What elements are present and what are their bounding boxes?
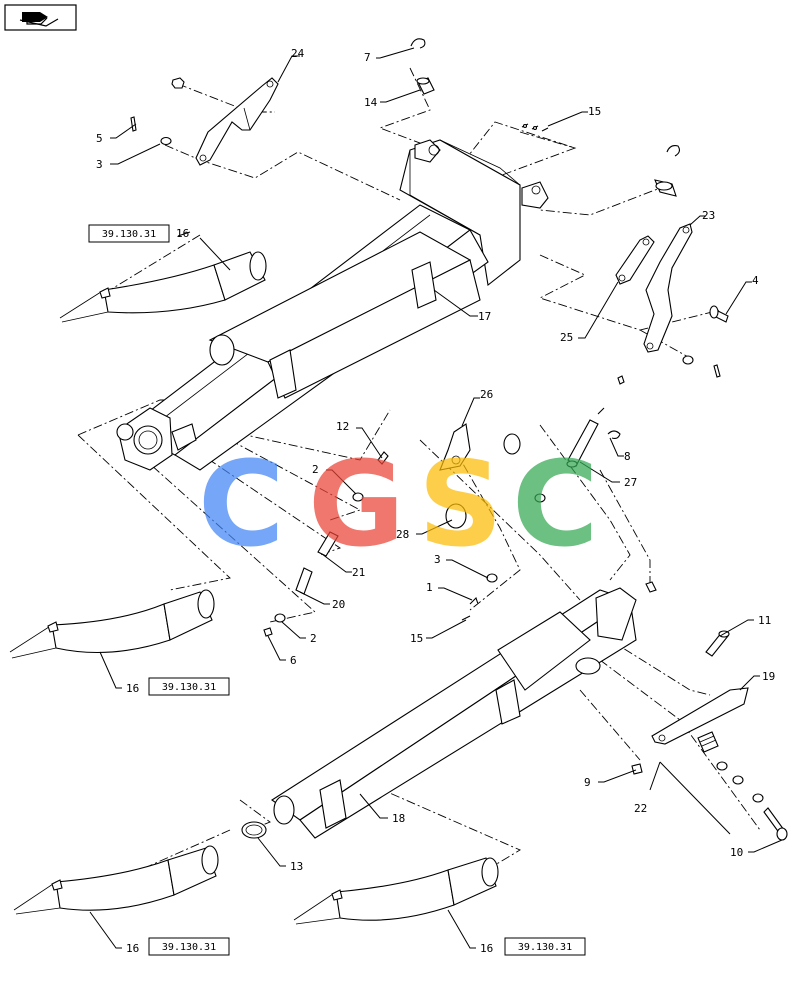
reference-box-2[interactable]: 39.130.31 <box>148 677 230 696</box>
clip-7 <box>410 38 426 49</box>
callout-24: 24 <box>291 47 305 60</box>
bolt-10 <box>763 807 788 841</box>
reference-box-1[interactable]: 39.130.31 <box>88 224 170 243</box>
callout-20: 20 <box>332 598 345 611</box>
callout-26: 26 <box>480 388 493 401</box>
watermark-letter-s: S <box>418 435 503 573</box>
callout-23: 23 <box>702 209 715 222</box>
callout-10: 10 <box>730 846 743 859</box>
pins-15-mid <box>461 596 479 621</box>
plate-23 <box>643 223 693 353</box>
callout-13: 13 <box>290 860 303 873</box>
clip-8 <box>607 430 621 440</box>
leader-lines <box>89 47 783 949</box>
callout-25: 25 <box>560 331 573 344</box>
knob <box>503 433 521 455</box>
reference-box-3[interactable]: 39.130.31 <box>148 937 230 956</box>
callout-15b: 15 <box>410 632 423 645</box>
washer-3-top <box>160 136 172 146</box>
bracket-26 <box>439 423 471 471</box>
washer-2b <box>274 613 286 623</box>
pins-15-top <box>521 123 549 132</box>
reference-label: 39.130.31 <box>162 942 216 953</box>
callout-19: 19 <box>762 670 775 683</box>
washer-right <box>682 355 694 365</box>
pin-12 <box>377 451 389 465</box>
watermark-letter-c1: C <box>198 435 285 573</box>
nut-top <box>171 77 185 89</box>
callout-12: 12 <box>336 420 349 433</box>
watermark-letter-g: G <box>308 435 405 573</box>
callout-17: 17 <box>478 310 491 323</box>
callout-1: 1 <box>426 581 433 594</box>
sweep-16-left <box>9 589 215 659</box>
washers <box>716 761 764 803</box>
callout-8: 8 <box>624 450 631 463</box>
callout-2b: 2 <box>310 632 317 645</box>
reference-label: 39.130.31 <box>518 942 572 953</box>
roller-28 <box>445 503 467 529</box>
nut-9 <box>631 763 643 775</box>
watermark-letter-c2: C <box>512 435 599 573</box>
callout-4: 4 <box>752 274 759 287</box>
pin-right <box>713 364 721 378</box>
callout-18: 18 <box>392 812 405 825</box>
callout-16d: 16 <box>480 942 493 955</box>
callout-3: 3 <box>96 158 103 171</box>
pin-6 <box>263 627 273 637</box>
bolt-11 <box>705 630 730 657</box>
washer-2 <box>352 492 364 502</box>
bushing-right <box>654 179 677 197</box>
reference-box-4[interactable]: 39.130.31 <box>504 937 586 956</box>
callout-22: 22 <box>634 802 647 815</box>
sweep-16-upper <box>59 251 267 323</box>
book-arrow-icon <box>19 12 59 27</box>
pin-small-right <box>597 375 625 415</box>
beam-17-assembly <box>116 139 549 471</box>
callout-5: 5 <box>96 132 103 145</box>
callout-21: 21 <box>352 566 365 579</box>
bolt-4 <box>709 305 729 323</box>
clip-right <box>666 145 681 157</box>
callout-16b: 16 <box>126 682 139 695</box>
reference-label: 39.130.31 <box>162 682 216 693</box>
sweep-16-bottom-right <box>293 857 499 925</box>
snap-ring-13 <box>241 821 267 839</box>
plate-24 <box>195 77 279 166</box>
callout-7: 7 <box>364 51 371 64</box>
callout-15: 15 <box>588 105 601 118</box>
callout-14: 14 <box>364 96 378 109</box>
callout-27: 27 <box>624 476 637 489</box>
washer-3-mid <box>486 573 498 583</box>
callout-9: 9 <box>584 776 591 789</box>
reference-label: 39.130.31 <box>102 229 156 240</box>
spring <box>697 731 719 753</box>
washer-mid-right <box>534 493 546 503</box>
callout-16: 16 <box>176 227 189 240</box>
callout-2: 2 <box>312 463 319 476</box>
sweep-16-bottom-left <box>13 845 219 915</box>
link-25 <box>615 235 655 285</box>
callout-28: 28 <box>396 528 409 541</box>
shaft-27 <box>566 419 599 468</box>
callout-3b: 3 <box>434 553 441 566</box>
link-19 <box>651 687 749 745</box>
nav-button[interactable] <box>4 4 77 31</box>
beam-18-assembly <box>271 581 657 839</box>
callouts: 24 5 3 7 14 15 16 17 23 25 4 12 2 26 8 2… <box>96 47 775 955</box>
watermark: C G S C <box>198 435 599 573</box>
callout-6: 6 <box>290 654 297 667</box>
callout-11: 11 <box>758 614 771 627</box>
callout-16c: 16 <box>126 942 139 955</box>
bushing-14 <box>416 77 435 95</box>
